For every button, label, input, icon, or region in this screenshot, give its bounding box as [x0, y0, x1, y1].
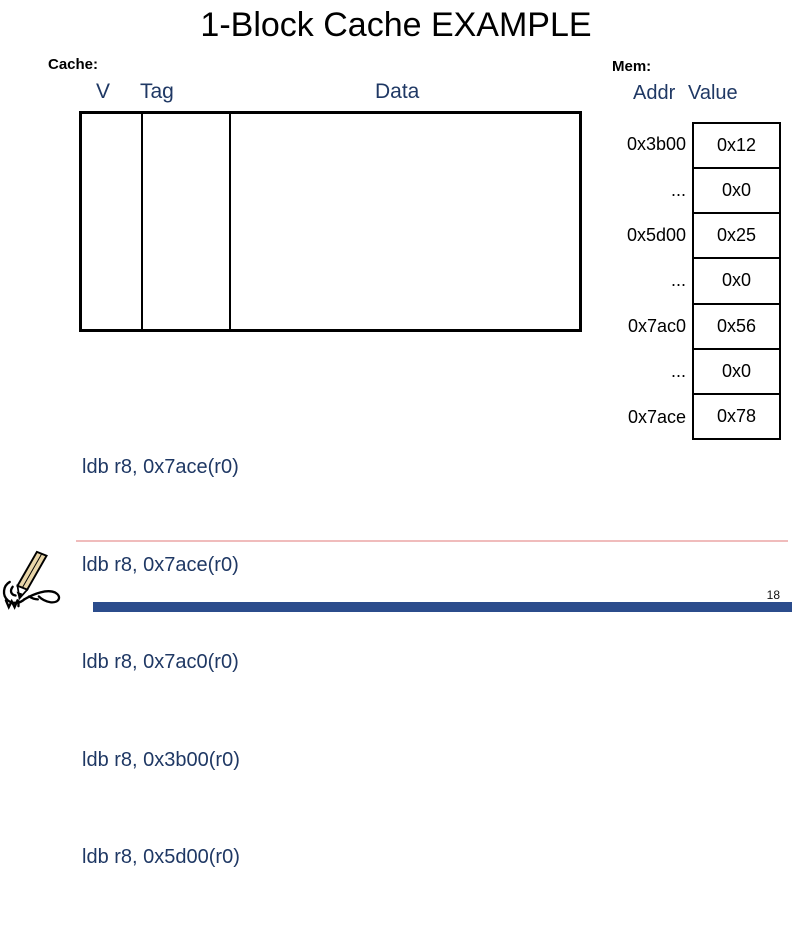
cache-header-tag: Tag [140, 80, 174, 103]
mem-value-table: 0x12 0x0 0x25 0x0 0x56 0x0 0x78 [692, 122, 781, 440]
mem-value-cell: 0x78 [694, 392, 779, 438]
cache-tag-data-divider [229, 114, 231, 329]
page-number: 18 [766, 588, 780, 602]
mem-addr-label: 0x7ace [627, 406, 686, 427]
mem-addr-label: 0x3b00 [626, 134, 686, 155]
cache-section-label: Cache: [48, 56, 99, 73]
mem-value-cell: 0x0 [694, 167, 779, 212]
code-line: ldb r8, 0x5d00(r0) [82, 846, 240, 868]
page-title: 1-Block Cache EXAMPLE [200, 6, 592, 44]
mem-value-cell: 0x56 [694, 302, 779, 348]
code-line: ldb r8, 0x7ace(r0) [82, 456, 239, 478]
mem-addr-column: 0x3b00 ... 0x5d00 ... 0x7ac0 ... 0x7ace [560, 122, 686, 440]
writing-hand-icon [2, 550, 61, 610]
mem-section-label: Mem: [612, 58, 652, 75]
mem-value-cell: 0x0 [694, 257, 779, 302]
mem-value-cell: 0x25 [694, 212, 779, 257]
code-line: ldb r8, 0x7ace(r0) [82, 553, 239, 576]
slide: 1-Block Cache EXAMPLE Cache: Mem: V Tag … [2, 6, 792, 868]
cache-header-valid: V [96, 80, 111, 103]
mem-header-addr: Addr [633, 82, 676, 104]
instruction-code-block: ldb r8, 0x7ace(r0) ldb r8, 0x7ace(r0) ld… [82, 386, 240, 939]
footer-bar [93, 602, 792, 612]
cache-valid-tag-divider [141, 114, 143, 329]
mem-header-value: Value [688, 82, 738, 104]
mem-addr-label: 0x7ac0 [627, 315, 686, 336]
mem-addr-label: ... [670, 179, 686, 200]
code-line: ldb r8, 0x3b00(r0) [82, 748, 240, 771]
pink-divider-line [76, 540, 788, 542]
code-line: ldb r8, 0x7ac0(r0) [82, 651, 239, 673]
cache-header-data: Data [375, 80, 420, 103]
mem-value-cell: 0x0 [694, 347, 779, 393]
mem-addr-label: ... [670, 361, 686, 382]
cache-block-diagram [79, 111, 582, 332]
mem-addr-label: ... [670, 270, 686, 291]
mem-addr-label: 0x5d00 [626, 225, 686, 246]
mem-value-cell: 0x12 [716, 135, 757, 156]
